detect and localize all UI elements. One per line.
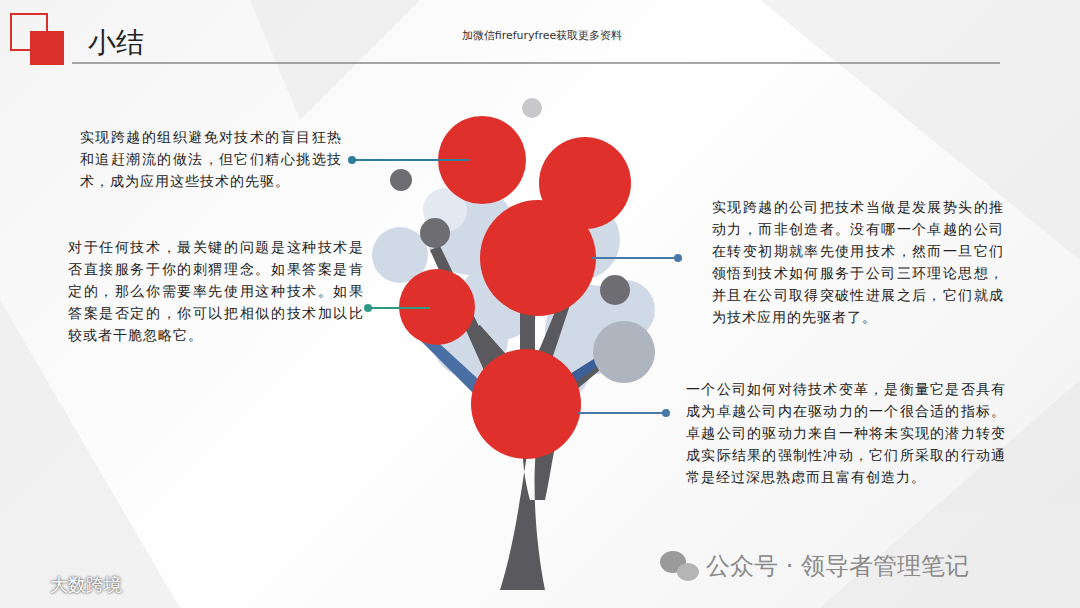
note-paragraph: 实现跨越的组织避免对技术的盲目狂热和追赶潮流的做法，但它们精心挑选技术，成为应用…: [80, 126, 342, 192]
title-rule: [72, 62, 1000, 64]
watermark: 加微信firefuryfree获取更多资料: [392, 28, 692, 43]
red-circles: [399, 116, 631, 459]
logo-square: [30, 31, 64, 65]
note-paragraph: 实现跨越的公司把技术当做是发展势头的推动力，而非创造者。没有哪一个卓越的公司在转…: [712, 196, 1004, 328]
watermark: 大数跨境: [50, 573, 170, 597]
watermark: 公众号 · 领导者管理笔记: [706, 550, 1066, 582]
wechat-icon: [660, 551, 699, 581]
gray-circles: [390, 98, 655, 383]
note-paragraph: 对于任何技术，最关键的问题是这种技术是否直接服务于你的刺猬理念。如果答案是肯定的…: [68, 236, 364, 346]
note-paragraph: 一个公司如何对待技术变革，是衡量它是否具有成为卓越公司内在驱动力的一个很合适的指…: [686, 378, 1006, 488]
leader-lines: [348, 156, 682, 417]
slide-title: 小结: [88, 24, 144, 62]
